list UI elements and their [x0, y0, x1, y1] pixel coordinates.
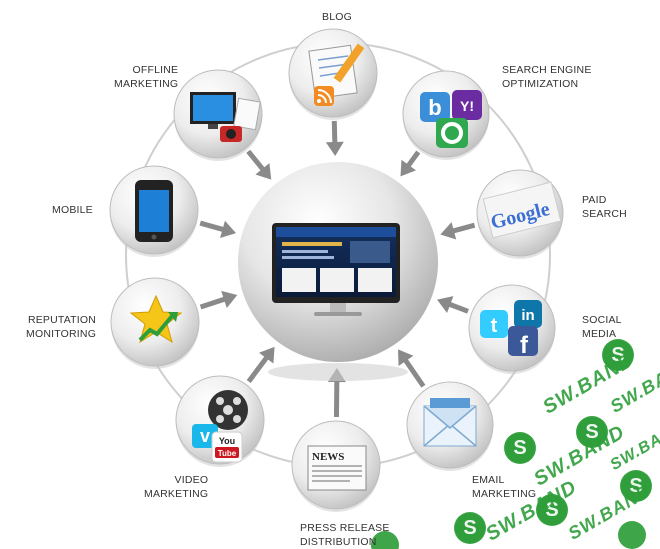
star-trend-icon [129, 294, 183, 344]
newspaper-icon: NEWS [307, 445, 367, 491]
arrow-shaft-mobile [199, 220, 228, 233]
arrow-head-email [398, 349, 414, 366]
label-reputation-monitoring: REPUTATION MONITORING [26, 314, 97, 340]
arrow-head-seo [400, 159, 417, 177]
vimeo-logo: v [200, 426, 210, 446]
label-seo: SEARCH ENGINE OPTIMIZATION [502, 64, 592, 90]
arrow-head-paid [440, 222, 457, 240]
label-mobile: MOBILE [52, 204, 93, 216]
youtube-tube: Tube [218, 449, 237, 458]
monitor-website-icon [272, 223, 400, 316]
watermark-s: S [505, 433, 535, 463]
twitter-linkedin-facebook-icon: t in f [480, 300, 542, 359]
arrow-head-social [437, 296, 454, 313]
watermark-s: S [455, 513, 485, 543]
news-text: NEWS [312, 451, 344, 463]
bing-logo: b [428, 95, 441, 120]
label-email-marketing: EMAIL MARKETING [472, 474, 537, 500]
label-video-marketing: VIDEO MARKETING [144, 474, 209, 500]
tv-camera-documents-icon [190, 92, 261, 142]
smartphone-icon [135, 180, 173, 242]
arrow-shaft-reputation [199, 295, 229, 310]
twitter-logo: t [491, 315, 498, 337]
arrow-head-offline [255, 163, 272, 180]
envelope-icon [423, 398, 477, 447]
watermark-s: S [621, 471, 651, 501]
label-social-media: SOCIAL MEDIA [582, 314, 622, 340]
label-paid-search: PAID SEARCH [582, 194, 627, 220]
label-press-release: PRESS RELEASE DISTRIBUTION [300, 522, 390, 548]
label-offline-marketing: OFFLINE MARKETING [114, 64, 179, 90]
arrow-shaft-email [401, 356, 426, 388]
label-blog: BLOG [322, 11, 352, 23]
watermark-s: S [537, 495, 567, 525]
notepad-pencil-rss-icon [308, 43, 365, 106]
youtube-you: You [219, 436, 235, 446]
arrow-head-mobile [220, 220, 236, 239]
bing-yahoo-google-icon: b Y! [420, 90, 482, 148]
linkedin-logo: in [521, 307, 534, 324]
arrow-head-reputation [221, 290, 238, 308]
arrow-shaft-offline [246, 149, 267, 174]
arrow-head-blog [325, 141, 344, 157]
yahoo-logo: Y! [460, 98, 474, 114]
hub-sphere [238, 162, 438, 381]
arrow-head-video [258, 346, 275, 364]
film-reel-vimeo-youtube-icon: v You Tube [192, 390, 248, 463]
facebook-logo: f [520, 332, 529, 359]
arrow-shaft-video [246, 353, 271, 384]
watermark-s: S [603, 340, 633, 370]
arrow-shaft-paid [449, 222, 476, 235]
watermark-s: S [577, 417, 607, 447]
arrow-shaft-blog [331, 120, 338, 147]
